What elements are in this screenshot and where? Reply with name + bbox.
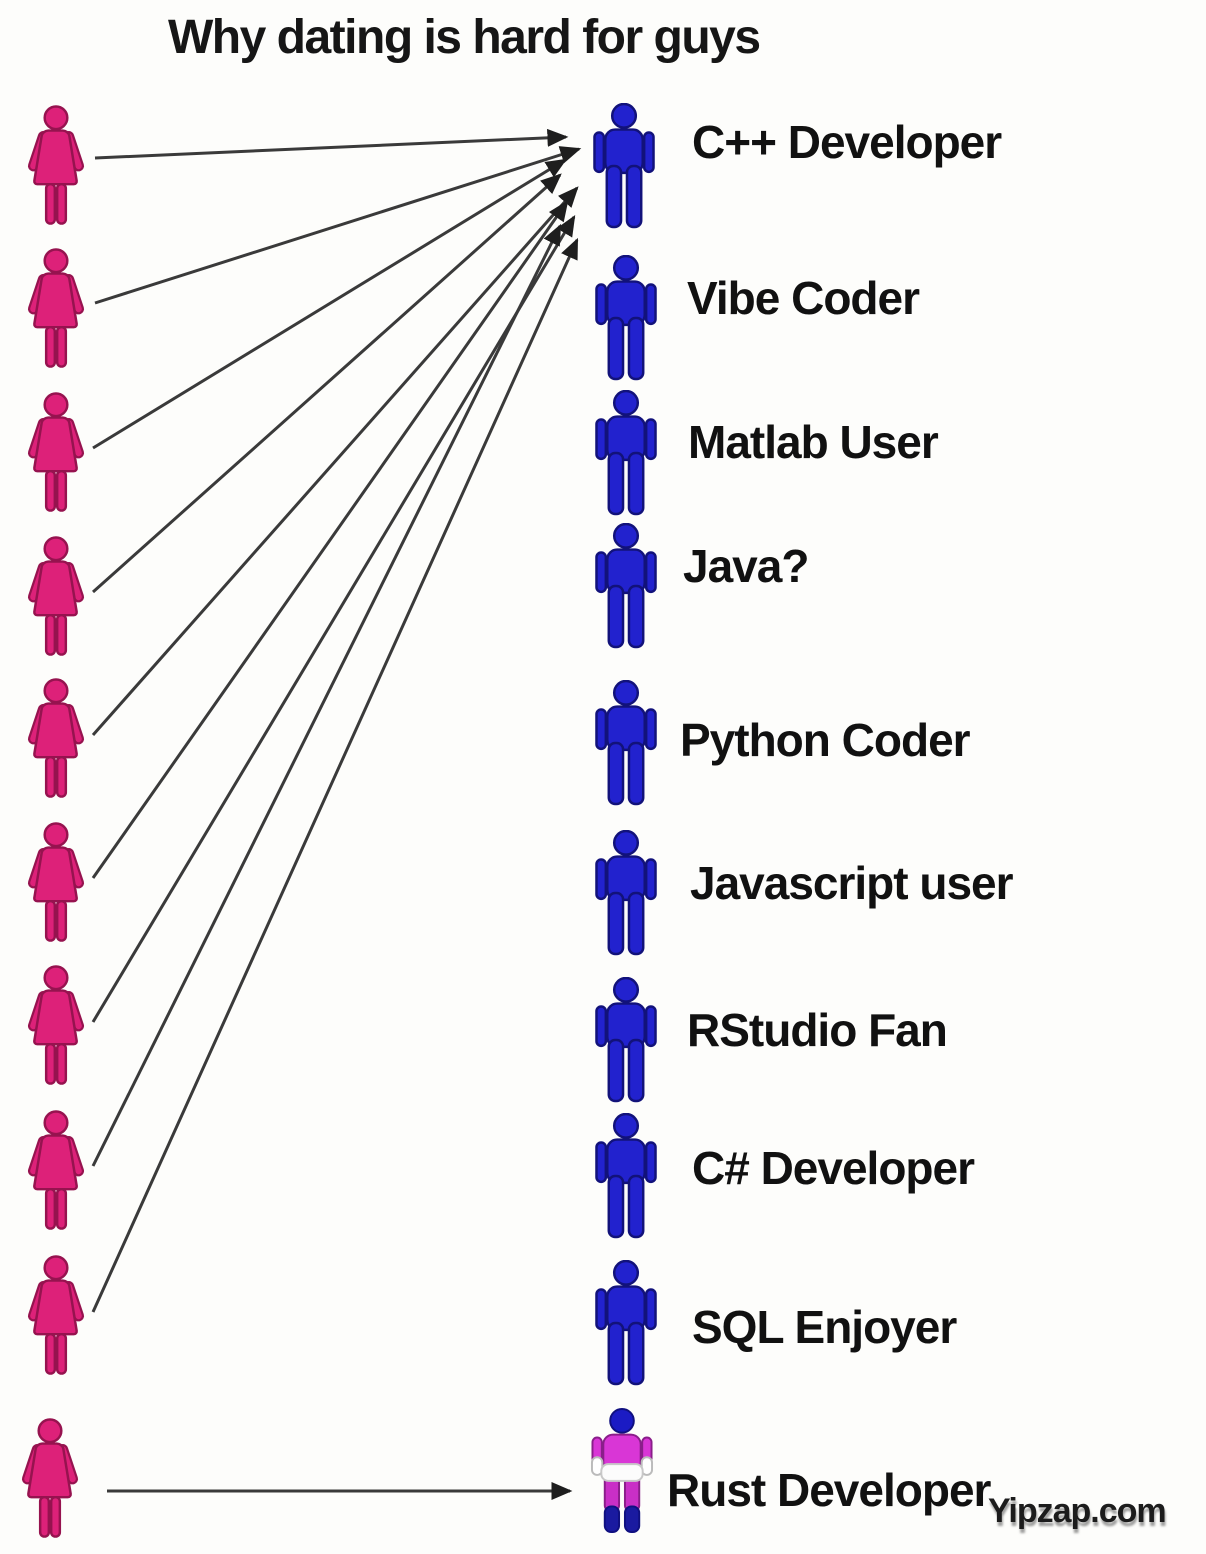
- arrow-woman-6-to-c-developer: [91, 200, 569, 879]
- man-javascript-label: Javascript user: [690, 857, 1014, 909]
- man-java-label: Java?: [683, 540, 809, 592]
- woman-pictogram: [27, 965, 85, 1085]
- rust-developer-pictogram: [590, 1408, 654, 1534]
- woman-pictogram: [21, 1418, 79, 1538]
- man-sql-label: SQL Enjoyer: [692, 1301, 957, 1353]
- man-sql-icon: [592, 1260, 660, 1390]
- page-title: Why dating is hard for guys: [168, 11, 761, 64]
- arrow-woman-5-to-c-developer: [91, 186, 579, 736]
- man-vibe-icon: [592, 255, 660, 385]
- man-java-icon: [592, 523, 660, 653]
- man-pictogram: [595, 977, 657, 1103]
- man-python-label: Python Coder: [680, 714, 971, 766]
- woman-icon-4: [22, 536, 90, 666]
- woman-pictogram: [27, 105, 85, 225]
- woman-icon-7: [22, 965, 90, 1095]
- arrow-woman-2-to-c-developer: [94, 146, 582, 305]
- woman-pictogram: [27, 536, 85, 656]
- man-cpp-label: C++ Developer: [692, 116, 1002, 168]
- man-cpp-icon: [590, 103, 658, 233]
- man-pictogram: [595, 255, 657, 381]
- man-pictogram: [595, 390, 657, 516]
- woman-icon-10: [16, 1418, 84, 1548]
- man-pictogram: [595, 523, 657, 649]
- man-rust-label: Rust Developer: [667, 1464, 991, 1516]
- man-matlab-label: Matlab User: [688, 416, 939, 468]
- man-csharp-icon: [592, 1113, 660, 1243]
- woman-pictogram: [27, 1110, 85, 1230]
- woman-pictogram: [27, 248, 85, 368]
- woman-icon-8: [22, 1110, 90, 1240]
- woman-icon-3: [22, 392, 90, 522]
- man-pictogram: [593, 103, 655, 229]
- arrow-woman-9-to-c-developer: [91, 237, 579, 1313]
- man-rust-icon: [588, 1408, 656, 1538]
- woman-pictogram: [27, 678, 85, 798]
- arrow-woman-7-to-c-developer: [91, 214, 576, 1023]
- woman-pictogram: [27, 822, 85, 942]
- man-pictogram: [595, 1260, 657, 1386]
- arrow-woman-1-to-c-developer: [94, 128, 569, 160]
- man-pictogram: [595, 680, 657, 806]
- man-pictogram: [595, 830, 657, 956]
- man-javascript-icon: [592, 830, 660, 960]
- woman-icon-9: [22, 1255, 90, 1385]
- man-pictogram: [595, 1113, 657, 1239]
- woman-pictogram: [27, 392, 85, 512]
- man-python-icon: [592, 680, 660, 810]
- arrow-woman-4-to-c-developer: [92, 173, 562, 594]
- watermark: Yipzap.com: [988, 1492, 1167, 1530]
- arrow-woman-3-to-c-developer: [92, 158, 568, 450]
- woman-icon-2: [22, 248, 90, 378]
- arrow-woman-8-to-c-developer: [91, 223, 562, 1167]
- woman-icon-5: [22, 678, 90, 808]
- woman-icon-1: [22, 105, 90, 235]
- woman-icon-6: [22, 822, 90, 952]
- man-vibe-label: Vibe Coder: [687, 272, 920, 324]
- man-csharp-label: C# Developer: [692, 1142, 975, 1194]
- man-rstudio-icon: [592, 977, 660, 1107]
- man-rstudio-label: RStudio Fan: [687, 1004, 948, 1056]
- woman-pictogram: [27, 1255, 85, 1375]
- man-matlab-icon: [592, 390, 660, 520]
